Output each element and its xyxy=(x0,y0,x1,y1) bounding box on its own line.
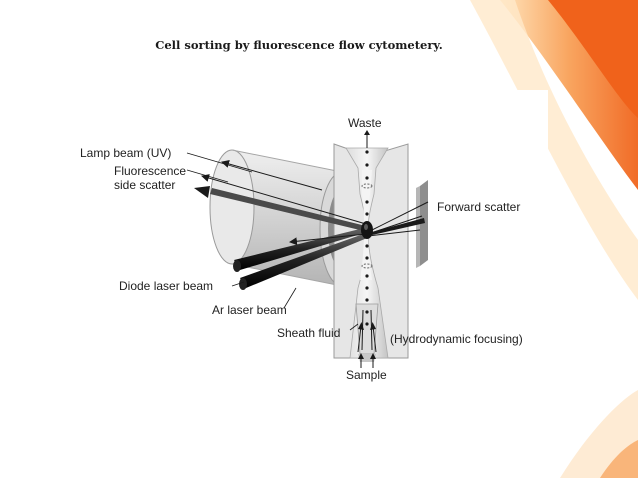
sample-label: Sample xyxy=(346,368,387,382)
lamp-beam-label: Lamp beam (UV) xyxy=(80,146,172,160)
diagram-panel: Waste Lamp beam (UV) Fluorescence side s… xyxy=(72,90,548,390)
leader-lines xyxy=(186,152,359,331)
flow-arrows xyxy=(357,130,377,368)
title-box: Cell sorting by fluorescence flow cytome… xyxy=(148,28,450,64)
laser-beams xyxy=(233,218,425,290)
side-scatter-label: side scatter xyxy=(114,178,176,192)
hydrodynamic-label: (Hydrodynamic focusing) xyxy=(390,332,523,346)
waste-label: Waste xyxy=(348,116,382,130)
forward-scatter-label: Forward scatter xyxy=(437,200,521,214)
side-scatter-arrow xyxy=(194,186,366,231)
fluorescence-label: Fluorescence xyxy=(114,164,187,178)
flow-cytometry-diagram xyxy=(186,130,429,368)
diode-laser-label: Diode laser beam xyxy=(119,279,214,293)
particle-stream xyxy=(365,150,369,326)
sheath-fluid-label: Sheath fluid xyxy=(277,326,341,340)
illuminated-particle xyxy=(361,221,373,239)
cylinder-rays xyxy=(201,160,367,246)
ar-laser-label: Ar laser beam xyxy=(212,303,287,317)
slide-title: Cell sorting by fluorescence flow cytome… xyxy=(155,38,443,52)
